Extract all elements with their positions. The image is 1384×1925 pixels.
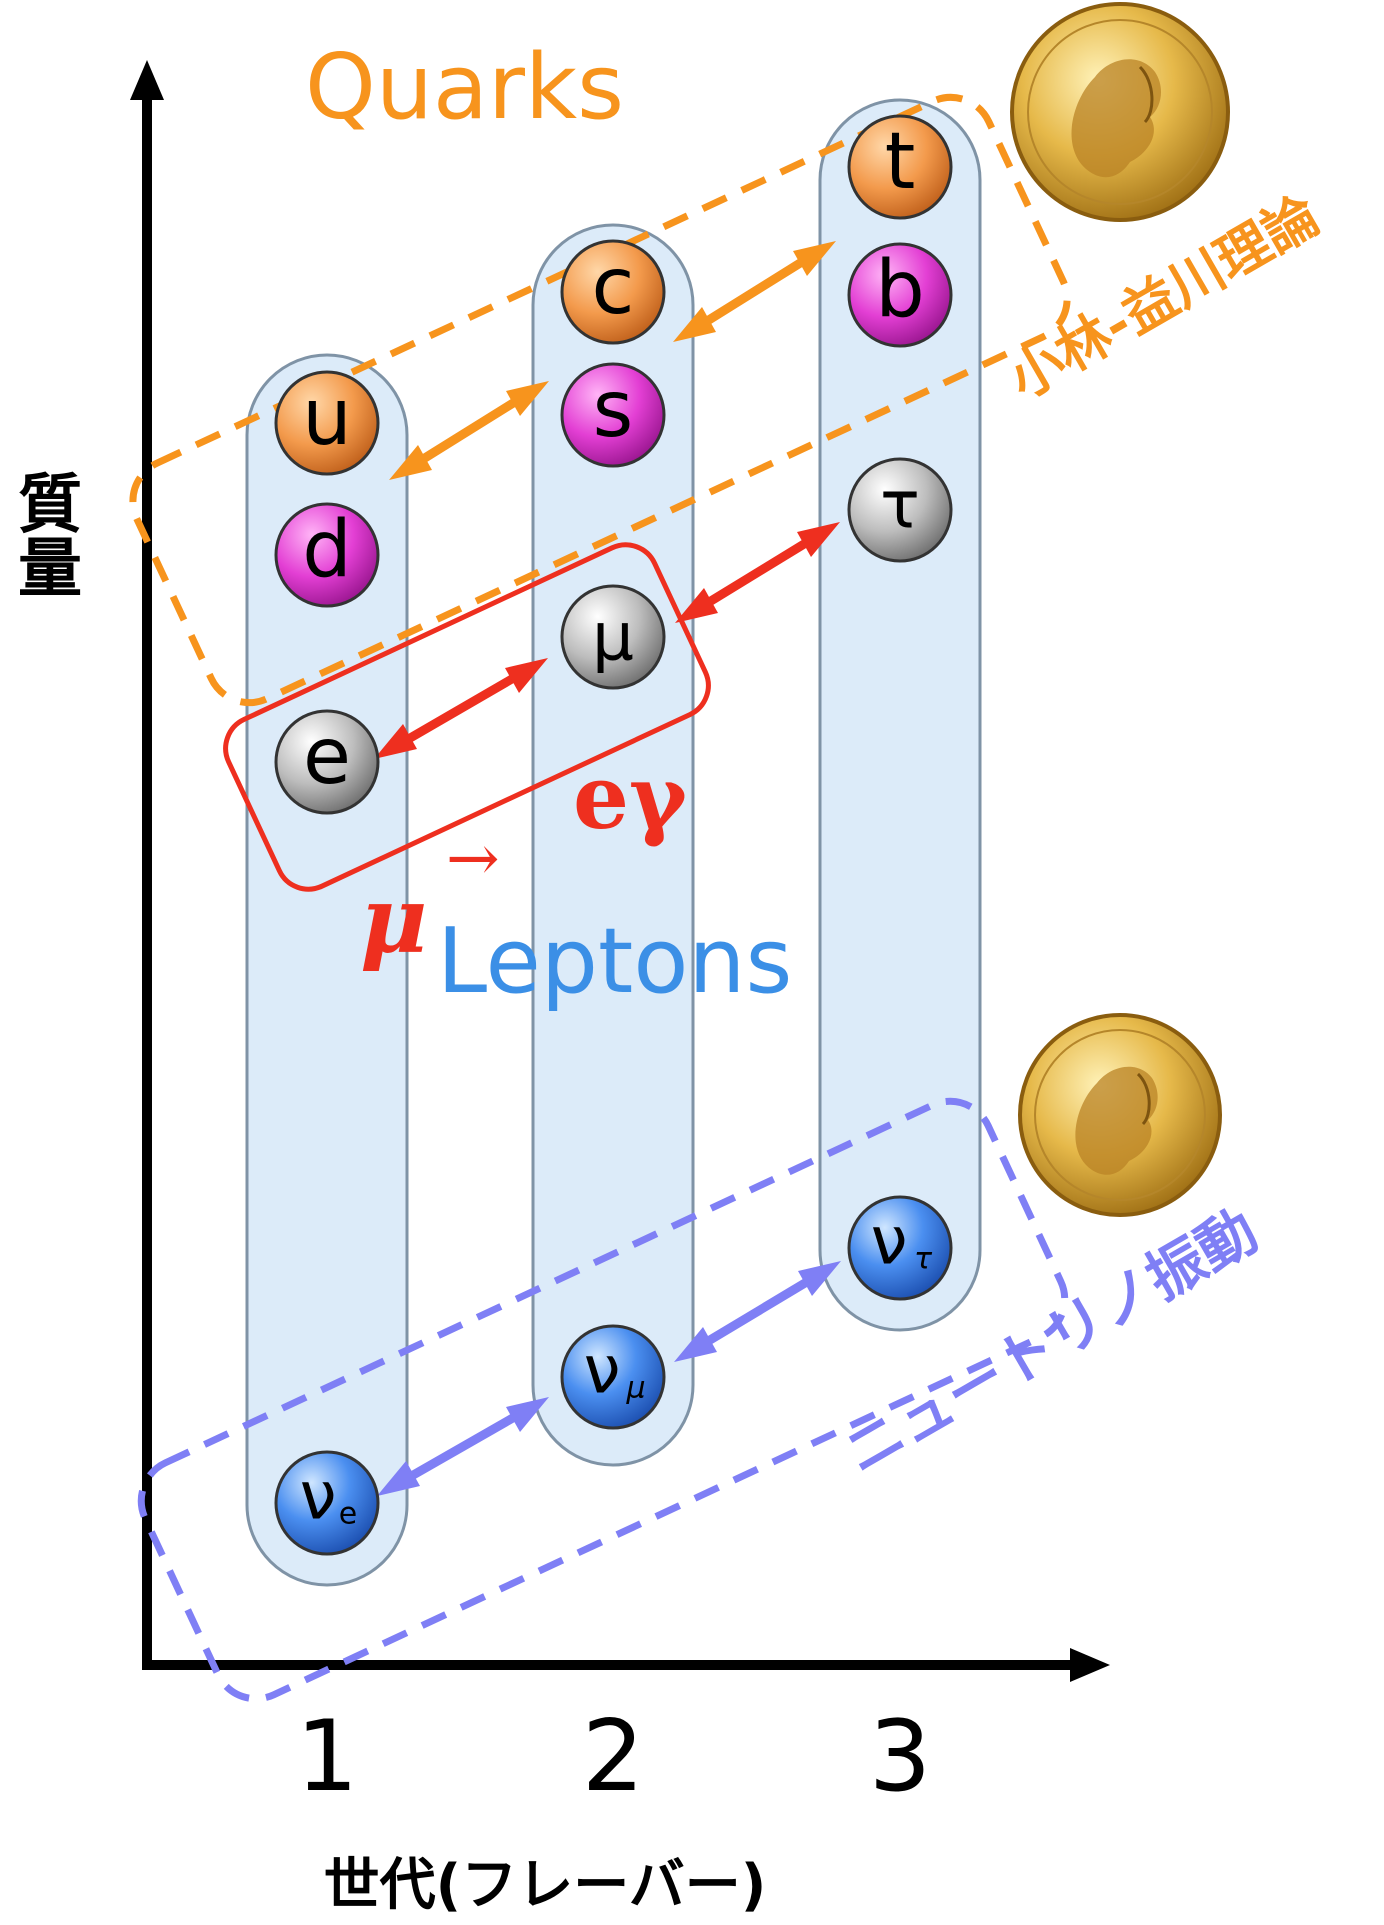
arrow-c-b — [673, 241, 836, 342]
arrow-nue-numu — [377, 1397, 549, 1496]
particle-u: u — [274, 370, 380, 476]
particle-t: t — [847, 114, 953, 220]
svg-text:d: d — [302, 505, 352, 595]
generation-2-column — [531, 223, 695, 1467]
arrow-e-mu — [374, 658, 548, 759]
neutrino-oscillation-group — [137, 1097, 1069, 1703]
svg-text:τ: τ — [880, 467, 920, 544]
particle-nu-e: ν e — [274, 1450, 380, 1556]
mu-egamma-arrow: → — [446, 822, 500, 896]
svg-text:e: e — [339, 1497, 357, 1532]
quarks-label: Quarks — [305, 35, 624, 140]
particle-s: s — [560, 362, 666, 468]
nobel-medal-icon — [1018, 1013, 1222, 1217]
particle-mu: μ — [560, 584, 666, 690]
particle-c: c — [560, 239, 666, 345]
particle-nu-mu: ν μ — [560, 1324, 666, 1430]
svg-text:τ: τ — [914, 1242, 933, 1277]
generation-3-column — [818, 98, 982, 1332]
particle-nu-tau: ν τ — [847, 1195, 953, 1301]
svg-text:ν: ν — [871, 1203, 908, 1280]
particle-d: d — [274, 502, 380, 608]
mu-egamma-mu: μ — [360, 866, 427, 974]
arrow-mu-tau — [675, 522, 840, 623]
generation-1-label: 1 — [296, 1700, 358, 1814]
particle-b: b — [847, 242, 953, 348]
svg-text:e: e — [303, 712, 351, 802]
generation-2-label: 2 — [582, 1700, 644, 1814]
svg-text:μ: μ — [625, 1371, 645, 1406]
nobel-medal-icon — [1010, 2, 1230, 222]
y-axis-title: 質量 — [7, 470, 81, 598]
svg-text:b: b — [875, 245, 925, 335]
mu-egamma-eg: eγ — [573, 745, 688, 849]
arrow-numu-nutau — [674, 1261, 841, 1362]
particle-e: e — [274, 709, 380, 815]
svg-text:u: u — [302, 373, 351, 463]
svg-text:c: c — [592, 242, 635, 332]
svg-text:ν: ν — [300, 1458, 337, 1535]
svg-text:s: s — [593, 365, 634, 455]
quark-mixing-group — [129, 93, 1071, 707]
arrow-u-s — [389, 381, 549, 480]
particle-tau: τ — [847, 457, 953, 563]
svg-text:t: t — [885, 117, 916, 207]
generation-3-label: 3 — [869, 1700, 931, 1814]
y-axis — [130, 60, 164, 1665]
x-axis-title: 世代(フレーバー) — [323, 1853, 767, 1918]
svg-text:ν: ν — [584, 1332, 621, 1409]
x-axis — [142, 1648, 1110, 1682]
leptons-label: Leptons — [437, 909, 792, 1014]
km-theory-label: 小林-益川理論 — [998, 183, 1330, 411]
svg-text:μ: μ — [592, 599, 634, 676]
